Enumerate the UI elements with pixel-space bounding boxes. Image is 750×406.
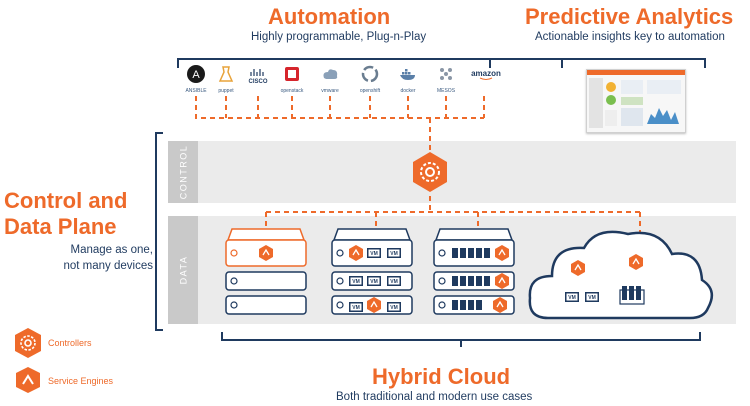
automation-title: Automation: [268, 4, 391, 29]
svg-text:amazon: amazon: [471, 69, 501, 78]
openshift-icon: [361, 65, 379, 83]
svg-text:CISCO: CISCO: [248, 79, 267, 84]
vmware-integration: vmware: [312, 64, 348, 94]
mesos-icon: [440, 68, 452, 80]
docker-label: docker: [400, 88, 416, 94]
controller-icon: [413, 152, 447, 192]
legend-service-engine-icon: [16, 367, 40, 393]
ansible-integration: A ANSIBLE: [178, 64, 214, 94]
control-title-line1: Control and: [4, 188, 128, 213]
svg-text:A: A: [192, 69, 200, 81]
control-band: [168, 141, 736, 203]
cloud: [528, 230, 714, 320]
control-data-plane-subtitle: Manage as one, not many devices: [33, 242, 154, 274]
cisco-integration: CISCO cisco: [240, 64, 276, 94]
bare-metal-server: [225, 228, 307, 315]
analytics-dashboard-image: [586, 69, 686, 133]
legend-controllers: Controllers: [48, 338, 92, 348]
integration-dashes: [195, 96, 641, 232]
amazon-integration: amazon amazon: [466, 64, 506, 94]
control-subtitle-line2: not many devices: [63, 260, 154, 272]
docker-icon: [400, 69, 415, 80]
control-data-plane-title: Control and Data Plane: [4, 188, 144, 240]
legend-service-engines: Service Engines: [48, 376, 114, 386]
mesos-integration: MESOS: [428, 64, 464, 94]
ansible-label: ANSIBLE: [185, 88, 207, 94]
predictive-analytics-subtitle: Actionable insights key to automation: [535, 31, 725, 43]
openstack-label: openstack: [280, 88, 304, 94]
hybrid-cloud-title: Hybrid Cloud: [372, 364, 511, 389]
puppet-label: puppet: [218, 88, 234, 94]
predictive-analytics-title: Predictive Analytics: [525, 4, 734, 29]
openshift-integration: openshift: [352, 64, 388, 94]
ansible-icon: A: [187, 65, 205, 83]
hybrid-cloud-subtitle: Both traditional and modern use cases: [336, 391, 533, 403]
control-band-label: CONTROL: [168, 141, 198, 203]
openstack-integration: openstack: [274, 64, 310, 94]
control-subtitle-line1: Manage as one,: [70, 244, 153, 256]
vmware-label: vmware: [321, 88, 339, 94]
virtualized-server: [331, 228, 413, 315]
legend-controller-icon: [15, 328, 41, 358]
puppet-icon: [218, 66, 234, 82]
container-server: [433, 228, 515, 315]
plane-bracket: [155, 132, 163, 331]
mesos-label: MESOS: [436, 88, 456, 94]
openstack-icon: [285, 67, 299, 81]
control-title-line2: Data Plane: [4, 214, 117, 239]
docker-integration: docker: [390, 64, 426, 94]
data-band-label: DATA: [168, 216, 198, 324]
openshift-label: openshift: [359, 88, 381, 94]
puppet-integration: puppet: [208, 64, 244, 94]
vmware-icon: [323, 69, 338, 79]
cisco-icon: CISCO: [248, 69, 268, 85]
predictive-bracket: [561, 58, 706, 68]
dashboard-graphic: [587, 70, 685, 128]
automation-subtitle: Highly programmable, Plug-n-Play: [251, 31, 427, 43]
amazon-icon: amazon: [471, 69, 501, 80]
